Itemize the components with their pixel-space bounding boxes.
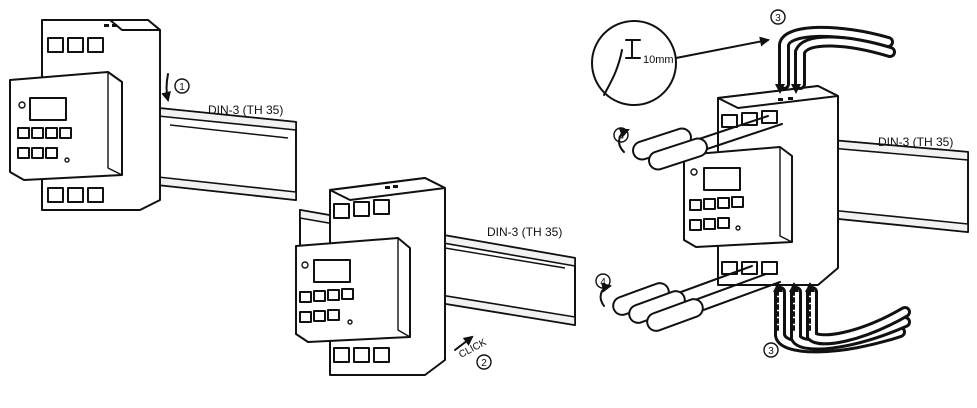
- timer-device-2: [295, 177, 446, 376]
- rail-label-panel-1: DIN-3 (TH 35): [208, 103, 283, 117]
- panel-3-wiring: DIN-3 (TH 35): [591, 9, 969, 358]
- step-number-4-bottom: 4: [600, 277, 606, 288]
- step-marker-3-top: [770, 9, 786, 25]
- step-marker-3-bottom: [763, 342, 779, 358]
- din-rail-3: [829, 139, 969, 233]
- timer-device-1: [9, 19, 161, 211]
- bottom-cables: [773, 282, 911, 354]
- step-number-2: 2: [481, 358, 487, 369]
- timer-device-3: [683, 85, 839, 286]
- rail-label-panel-2: DIN-3 (TH 35): [487, 225, 562, 239]
- step-marker-4-bottom: [595, 273, 611, 289]
- step-marker-1: [174, 78, 190, 94]
- top-cables: [775, 25, 896, 94]
- screwdrivers-top: [618, 115, 783, 171]
- tilt-arrow-1: [161, 73, 171, 102]
- strip-length-label: 10mm: [643, 54, 674, 66]
- step-number-4-top: 4: [618, 131, 624, 142]
- panel-1-tilt-onto-rail: DIN-3 (TH 35) 1: [9, 19, 297, 211]
- rail-label-panel-3: DIN-3 (TH 35): [878, 135, 953, 149]
- step-number-3-top: 3: [775, 13, 781, 24]
- step-marker-4-top: [613, 127, 629, 143]
- click-arrow: [454, 335, 474, 351]
- panel-2-click-onto-rail: DIN-3 (TH 35) CLICK: [295, 177, 576, 376]
- step-number-1: 1: [179, 82, 185, 93]
- step-number-3-bottom: 3: [768, 346, 774, 357]
- step-marker-2: [476, 354, 492, 370]
- wire-strip-detail: 10mm: [591, 20, 770, 106]
- screwdrivers-bottom: [599, 265, 781, 332]
- din-rail-1: [157, 107, 297, 201]
